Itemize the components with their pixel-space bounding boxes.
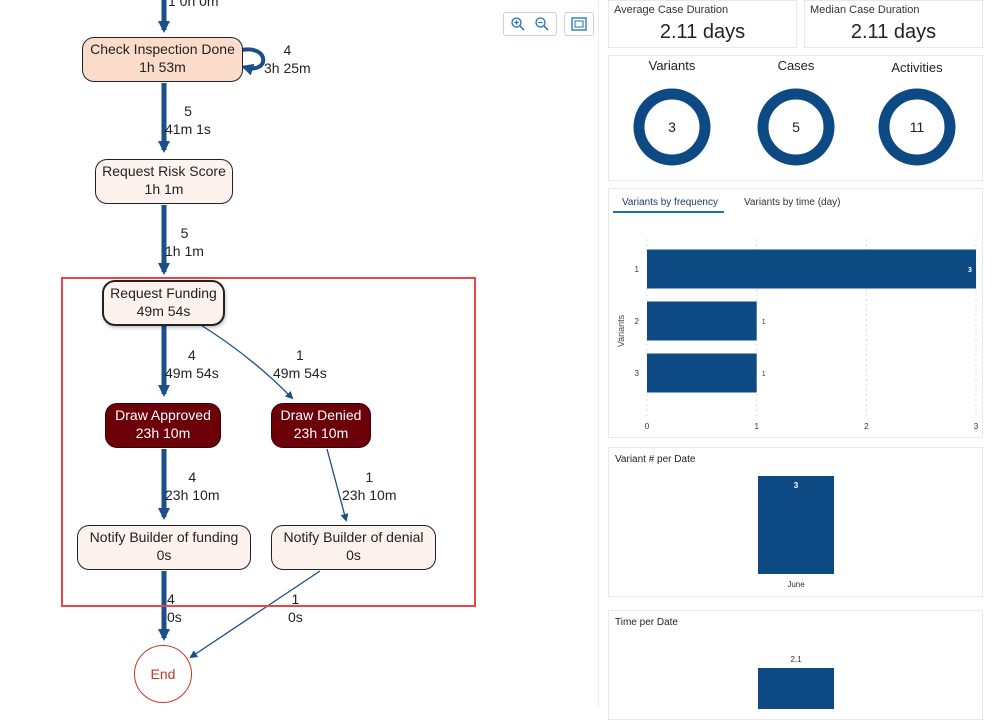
donut-variants: Variants 3 (617, 56, 727, 176)
selection-highlight (61, 277, 476, 607)
panel-divider (598, 0, 599, 708)
data-label: 2.1 (790, 655, 802, 664)
zoom-in-icon[interactable] (507, 14, 529, 34)
edge-funding-to-denied (195, 321, 294, 400)
chart-title: Time per Date (615, 617, 678, 628)
node-duration: 1h 53m (139, 59, 186, 75)
data-label: 3 (794, 481, 799, 490)
fit-screen-icon[interactable] (568, 14, 590, 34)
variants-chart-card: Variants by frequency Variants by time (… (608, 188, 983, 438)
donut-activities: Activities 11 (862, 56, 972, 176)
bar-variant-1 (647, 249, 976, 289)
time-per-date-chart: 2.1 (758, 655, 834, 709)
x-tick-label: 2 (864, 422, 869, 431)
process-map-edges (158, 0, 349, 659)
node-duration: 49m 54s (136, 303, 191, 319)
y-tick-label: 2 (635, 317, 640, 326)
donut-ring (757, 88, 835, 166)
donut-ring (633, 88, 711, 166)
zoom-controls (503, 12, 557, 36)
bar-date-june (758, 476, 834, 574)
node-request-risk-score[interactable]: Request Risk Score 1h 1m (95, 159, 233, 204)
data-label: 1 (762, 319, 766, 326)
y-tick-label: 1 (635, 265, 640, 274)
donut-summary-card: Variants 3 Cases 5 Activities 11 (608, 55, 983, 181)
edge-self-loop (241, 47, 266, 76)
node-check-inspection-done[interactable]: Check Inspection Done 1h 53m (82, 37, 243, 82)
node-name: Request Risk Score (102, 163, 226, 179)
x-tick-label: 1 (754, 422, 759, 431)
node-request-funding[interactable]: Request Funding 49m 54s (103, 281, 224, 325)
node-name: Request Funding (110, 285, 217, 301)
node-duration: 23h 10m (293, 425, 349, 441)
node-draw-denied[interactable]: Draw Denied 23h 10m (271, 403, 371, 448)
node-name: Notify Builder of denial (283, 529, 424, 545)
donut-value: 11 (909, 119, 925, 135)
node-draw-approved[interactable]: Draw Approved 23h 10m (105, 403, 221, 448)
node-duration: 0s (346, 547, 361, 563)
node-name: Draw Approved (115, 407, 211, 423)
end-label: End (150, 666, 176, 682)
y-tick-label: 3 (635, 369, 640, 378)
donut-value: 5 (792, 119, 800, 135)
kpi-average-duration: Average Case Duration 2.11 days (608, 0, 797, 48)
kpi-label: Median Case Duration (810, 4, 920, 16)
node-notify-builder-funding[interactable]: Notify Builder of funding 0s (77, 525, 251, 570)
node-duration: 23h 10m (135, 425, 191, 441)
time-per-date-card: Time per Date 2.1 (608, 610, 983, 720)
edge-notify-denial-to-end (189, 570, 321, 659)
donut-ring (878, 88, 956, 166)
tab-variants-by-frequency[interactable]: Variants by frequency (613, 197, 724, 213)
tab-variants-by-time[interactable]: Variants by time (day) (744, 197, 841, 208)
donut-value: 3 (668, 119, 676, 135)
x-tick-label: 3 (974, 422, 979, 431)
kpi-median-duration: Median Case Duration 2.11 days (804, 0, 983, 48)
bar-variant-3 (647, 353, 757, 393)
node-name: Notify Builder of funding (89, 529, 239, 545)
edge-label-incoming: 1 0h 0m (168, 0, 219, 9)
bar-variant-2 (647, 301, 757, 341)
donut-label: Cases (777, 58, 815, 73)
node-duration: 1h 1m (144, 181, 184, 197)
y-axis-label: Variants (616, 314, 626, 347)
donut-cases: Cases 5 (741, 56, 851, 176)
donut-label: Variants (648, 58, 696, 73)
fit-control (564, 12, 594, 36)
kpi-value: 2.11 days (659, 21, 746, 43)
x-tick-label: 0 (645, 422, 650, 431)
zoom-out-icon[interactable] (531, 14, 553, 34)
node-name: Draw Denied (280, 407, 362, 423)
bar-date-june (758, 668, 834, 709)
data-label: 1 (762, 371, 766, 378)
process-map-panel[interactable]: 1 0h 0m Check Inspection Done 1h 53m Req… (0, 0, 598, 708)
kpi-label: Average Case Duration (614, 4, 729, 16)
donut-label: Activities (891, 60, 943, 75)
node-name: Check Inspection Done (90, 41, 235, 57)
x-tick-label: June (787, 580, 805, 589)
kpi-value: 2.11 days (850, 21, 937, 43)
data-label: 3 (968, 267, 972, 274)
node-end[interactable]: End (134, 645, 192, 703)
node-duration: 0s (156, 547, 172, 563)
node-notify-builder-denial[interactable]: Notify Builder of denial 0s (271, 525, 436, 570)
chart-title: Variant # per Date (615, 454, 696, 465)
edge-denied-to-notify (326, 448, 349, 522)
